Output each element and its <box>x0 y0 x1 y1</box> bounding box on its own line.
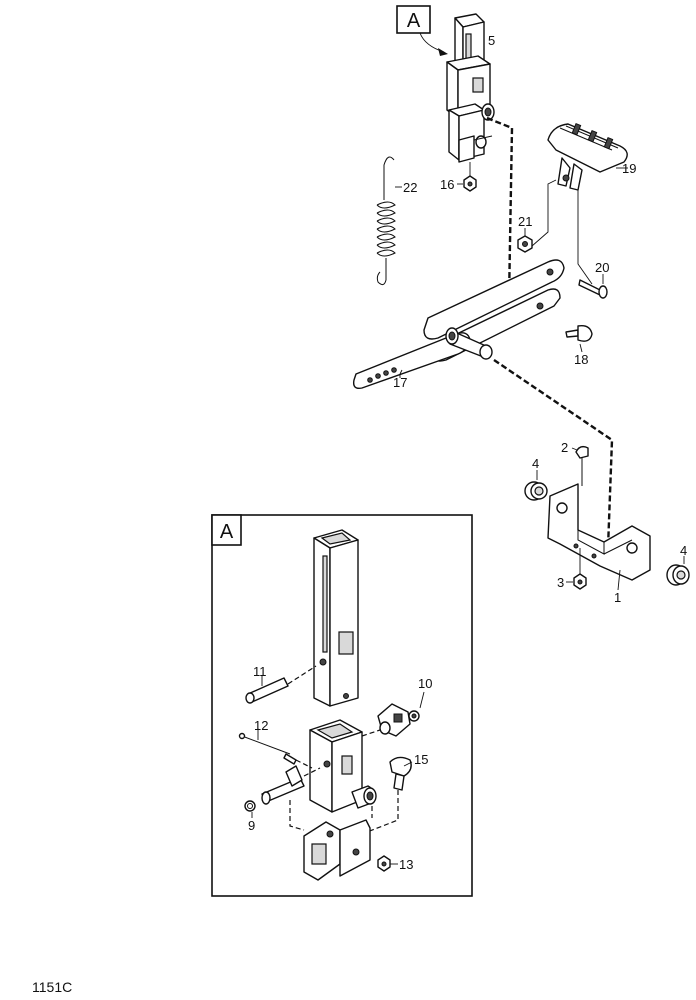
callout-17: 17 <box>393 375 407 390</box>
part-22-spring: 22 <box>376 156 417 286</box>
detail-a-bottom-bracket <box>289 800 373 881</box>
callout-16: 16 <box>440 177 454 192</box>
callout-11: 11 <box>253 664 267 679</box>
detail-ref-label: A <box>407 10 421 32</box>
callout-18: 18 <box>574 352 588 367</box>
callout-4-left: 4 <box>532 456 539 471</box>
part-17-pedal-arm: 17 <box>352 259 565 390</box>
callout-15: 15 <box>414 752 428 767</box>
part-20-bolt: 20 <box>578 260 609 299</box>
callout-22: 22 <box>403 180 417 195</box>
callout-2: 2 <box>561 440 568 455</box>
part-2-bolt: 2 <box>561 440 589 486</box>
callout-4-right: 4 <box>680 543 687 558</box>
detail-a-label: A <box>220 521 234 543</box>
detail-a-block <box>309 719 377 813</box>
part-18-bolt: 18 <box>565 324 593 367</box>
alignment-line-lower <box>493 359 614 549</box>
figure-code: 1151C <box>32 979 72 995</box>
part-3-nut: 3 <box>557 548 587 590</box>
detail-reference-top: A <box>396 5 448 56</box>
part-19-pedal-pad: 19 <box>531 122 636 285</box>
callout-1: 1 <box>614 590 621 605</box>
detail-part-12-cotter-pin: 12 <box>238 718 313 769</box>
detail-part-10-clip: 10 <box>361 676 432 737</box>
detail-part-9-pivot-pin: 9 <box>244 765 321 833</box>
callout-20: 20 <box>595 260 609 275</box>
callout-19: 19 <box>622 161 636 176</box>
callout-21: 21 <box>518 214 532 229</box>
detail-a-tube <box>313 529 359 707</box>
detail-a-panel: A 11 <box>211 514 473 897</box>
part-16-nut: 16 <box>440 162 477 192</box>
part-1-bracket: 1 <box>547 483 651 605</box>
alignment-line-upper <box>486 116 514 301</box>
part-4-bushing-right: 4 <box>666 543 690 586</box>
callout-5: 5 <box>488 33 495 48</box>
callout-10: 10 <box>418 676 432 691</box>
detail-part-13-nut: 13 <box>377 855 413 872</box>
part-4-bushing-left: 4 <box>524 456 548 501</box>
detail-part-11-pin: 11 <box>245 664 317 704</box>
part-5-pedal-tube: 5 <box>446 13 495 163</box>
part-21-nut: 21 <box>517 214 533 253</box>
callout-9: 9 <box>248 818 255 833</box>
callout-12: 12 <box>254 718 268 733</box>
callout-3: 3 <box>557 575 564 590</box>
detail-part-15-bolt: 15 <box>361 752 428 835</box>
callout-13: 13 <box>399 857 413 872</box>
